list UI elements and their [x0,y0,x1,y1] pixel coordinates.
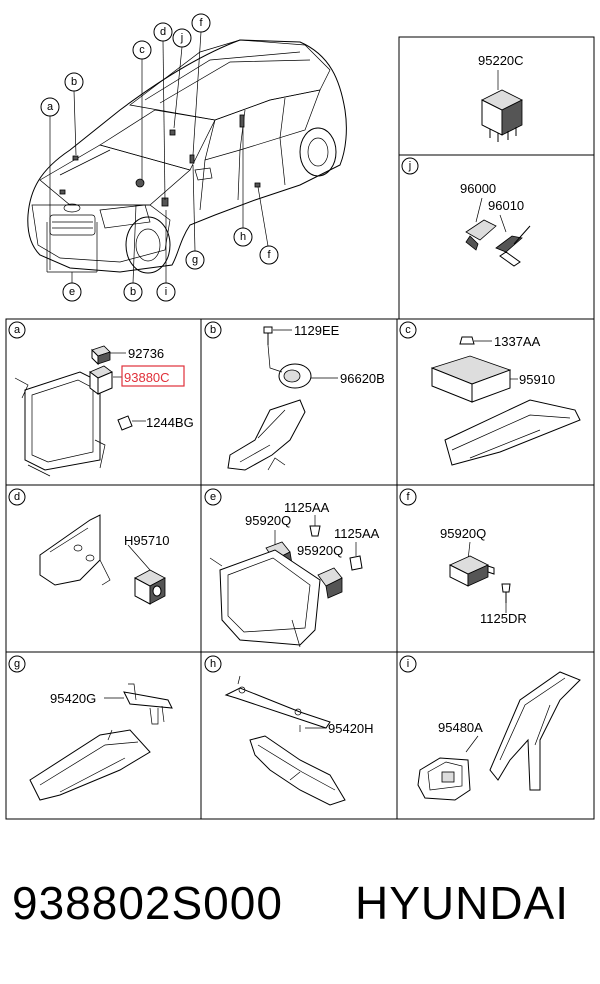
svg-text:b: b [71,76,77,88]
footer-part-number: 938802S000 [12,877,283,929]
panel-j: j 96000 96010 [401,157,531,267]
overview-callout-c: c [132,40,152,60]
panel-b: b 1129EE 96620B [204,321,385,471]
part-label-1337aa: 1337AA [494,334,541,349]
overview-callout-i: i [156,282,176,302]
svg-text:b: b [210,324,216,336]
part-label-95480a: 95480A [438,720,483,735]
panel-g: g 95420G [8,655,173,801]
part-label-95420h: 95420H [328,721,374,736]
part-label-96010: 96010 [488,198,524,213]
part-label-96000: 96000 [460,181,496,196]
svg-text:j: j [408,160,411,172]
panel-a-callout: a [8,321,26,339]
panel-j-callout: j [401,157,419,175]
panel-d: d H95710 [8,488,170,605]
panel-e: e 1125AA 95920Q 1125AA 95920Q [204,488,380,648]
svg-text:a: a [14,324,21,336]
part-label-1125dr: 1125DR [480,611,527,626]
panel-b-callout: b [204,321,222,339]
highlight-box [121,365,185,387]
svg-text:f: f [406,491,410,503]
footer-brand: HYUNDAI [355,877,570,929]
panel-h: h 95420H [204,655,374,806]
part-label-1125aa-right: 1125AA [334,526,380,541]
panel-c: c 1337AA 95910 [399,321,581,466]
svg-text:i: i [165,286,167,298]
part-label-1129ee: 1129EE [294,323,340,338]
svg-text:h: h [210,658,216,670]
panel-i-callout: i [399,655,417,673]
vehicle-overview [27,31,347,284]
svg-text:j: j [180,32,183,44]
overview-callout-f-bottom: f [259,245,279,265]
panel-i: i 95480A [399,655,581,801]
svg-text:d: d [14,491,20,503]
svg-text:f: f [267,249,271,261]
panel-grid [5,36,595,820]
overview-callout-f-top: f [191,13,211,33]
overview-callout-j: j [172,28,192,48]
svg-text:e: e [69,286,75,298]
panel-c-callout: c [399,321,417,339]
svg-text:c: c [405,324,411,336]
svg-text:c: c [139,44,145,56]
svg-text:i: i [407,658,409,670]
part-label-95910: 95910 [519,372,555,387]
overview-callout-e: e [62,282,82,302]
svg-text:h: h [240,231,246,243]
svg-text:a: a [47,101,54,113]
svg-text:e: e [210,491,216,503]
part-label-1125aa-top: 1125AA [284,500,330,515]
panel-f: f 95920Q 1125DR [399,488,527,626]
part-label-92736: 92736 [128,346,164,361]
part-label-95920q-right: 95920Q [297,543,343,558]
panel-f-callout: f [399,488,417,506]
part-label-h95710: H95710 [124,533,170,548]
overview-callout-g: g [185,250,205,270]
panel-h-callout: h [204,655,222,673]
panel-e-callout: e [204,488,222,506]
svg-text:f: f [199,17,203,29]
svg-text:g: g [192,254,198,266]
part-label-95220c: 95220C [478,53,524,68]
overview-callout-a: a [40,97,60,117]
relay-part: 95220C [478,53,524,142]
part-label-95420g: 95420G [50,691,96,706]
svg-text:g: g [14,658,20,670]
overview-callout-b-bottom: b [123,282,143,302]
svg-text:b: b [130,286,136,298]
parts-diagram: a b c d j f e b i g h f 95220C j 96000 9… [5,13,595,820]
svg-text:d: d [160,26,166,38]
overview-callout-h: h [233,227,253,247]
overview-callout-b: b [64,72,84,92]
panel-a: a 92736 93880C 1244BG [8,321,194,477]
part-label-1244bg: 1244BG [146,415,194,430]
part-label-95920q: 95920Q [440,526,486,541]
footer: 938802S000 HYUNDAI [0,876,600,946]
overview-callout-d: d [153,22,173,42]
part-label-93880c-highlighted: 93880C [124,370,170,385]
part-label-95920q-left: 95920Q [245,513,291,528]
panel-g-callout: g [8,655,26,673]
panel-d-callout: d [8,488,26,506]
part-label-96620b: 96620B [340,371,385,386]
